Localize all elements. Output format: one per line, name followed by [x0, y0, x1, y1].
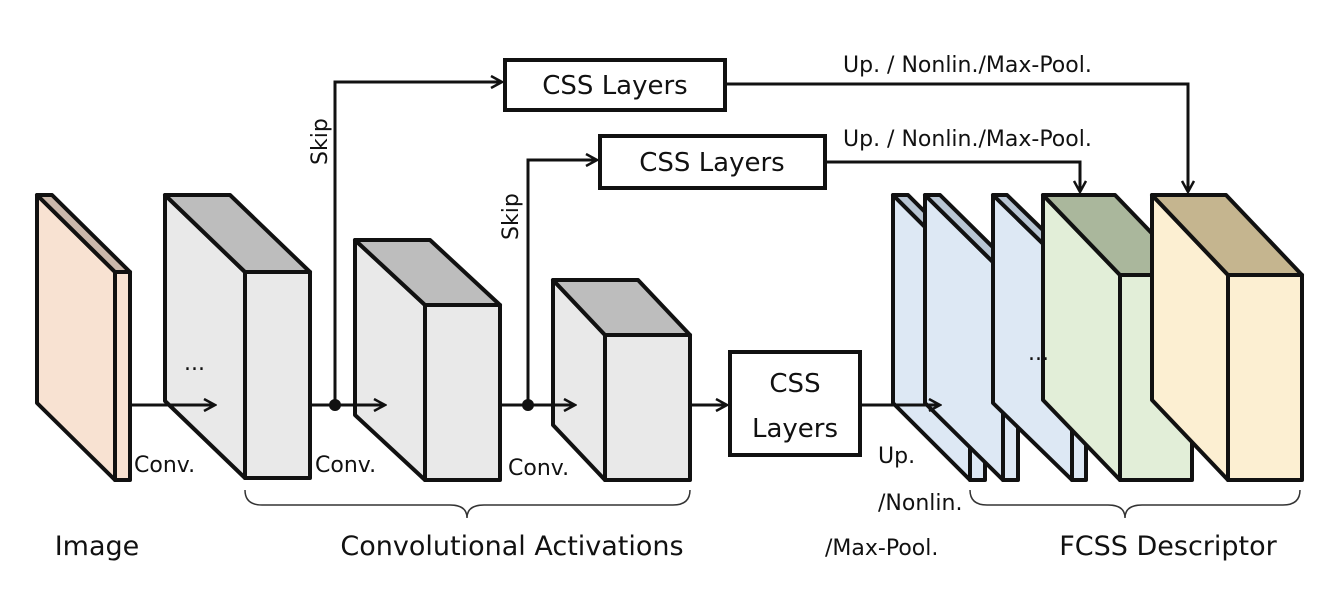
css-layers-label: CSS Layers	[639, 148, 784, 178]
css-layers-label-line1: CSS	[769, 369, 820, 399]
op-label-bottom-2: /Nonlin.	[878, 491, 962, 516]
conv-label-2: Conv.	[315, 453, 376, 478]
arrow-css1-to-descriptor	[725, 82, 1188, 192]
image-slab-front-face	[113, 270, 132, 482]
skip-label-1: Skip	[308, 118, 333, 165]
op-label-bottom-3: /Max-Pool.	[825, 536, 938, 561]
conv-label-1: Conv.	[134, 453, 195, 478]
junction-dot-2	[522, 399, 534, 411]
op-label-top: Up. / Nonlin./Max-Pool.	[843, 53, 1092, 78]
conv-activation-block-1	[163, 193, 312, 480]
conv-label-3: Conv.	[508, 456, 569, 481]
descriptor-block-yellow-front-face	[1226, 273, 1304, 482]
ellipsis-descriptor: ...	[1028, 341, 1049, 366]
css-layers-box-bottom: CSS Layers	[728, 350, 862, 457]
conv-activation-block-1-front-face	[243, 270, 312, 480]
css-layers-box-top: CSS Layers	[503, 58, 727, 112]
junction-dot-1	[329, 399, 341, 411]
op-label-bottom-1: Up.	[878, 444, 915, 469]
conv-activation-block-3	[551, 278, 692, 482]
flow-arrows	[130, 82, 1188, 405]
brace-conv-activations	[244, 489, 691, 519]
descriptor-block-yellow	[1150, 193, 1304, 482]
fcss-descriptor-label: FCSS Descriptor	[1059, 531, 1277, 562]
conv-activations-label: Convolutional Activations	[340, 531, 683, 562]
image-slab	[35, 193, 132, 482]
css-layers-box-middle: CSS Layers	[598, 134, 827, 190]
image-slab-side-face	[35, 193, 117, 482]
css-layers-label: CSS Layers	[542, 71, 687, 101]
brace-fcss-descriptor	[969, 489, 1301, 519]
conv-activation-block-2-front-face	[423, 303, 502, 482]
skip-label-2: Skip	[499, 193, 524, 240]
skip-connection-1	[333, 82, 502, 405]
blocks-layer	[35, 193, 1304, 482]
conv-activation-block-3-front-face	[603, 333, 692, 482]
skip-connection-2	[526, 160, 597, 405]
css-layers-label-line2: Layers	[752, 414, 838, 444]
ellipsis-conv: ...	[184, 351, 205, 376]
arrow-css2-to-descriptor	[825, 160, 1080, 192]
op-label-middle: Up. / Nonlin./Max-Pool.	[843, 127, 1092, 152]
image-label: Image	[55, 531, 140, 562]
conv-activation-block-2	[353, 238, 502, 482]
